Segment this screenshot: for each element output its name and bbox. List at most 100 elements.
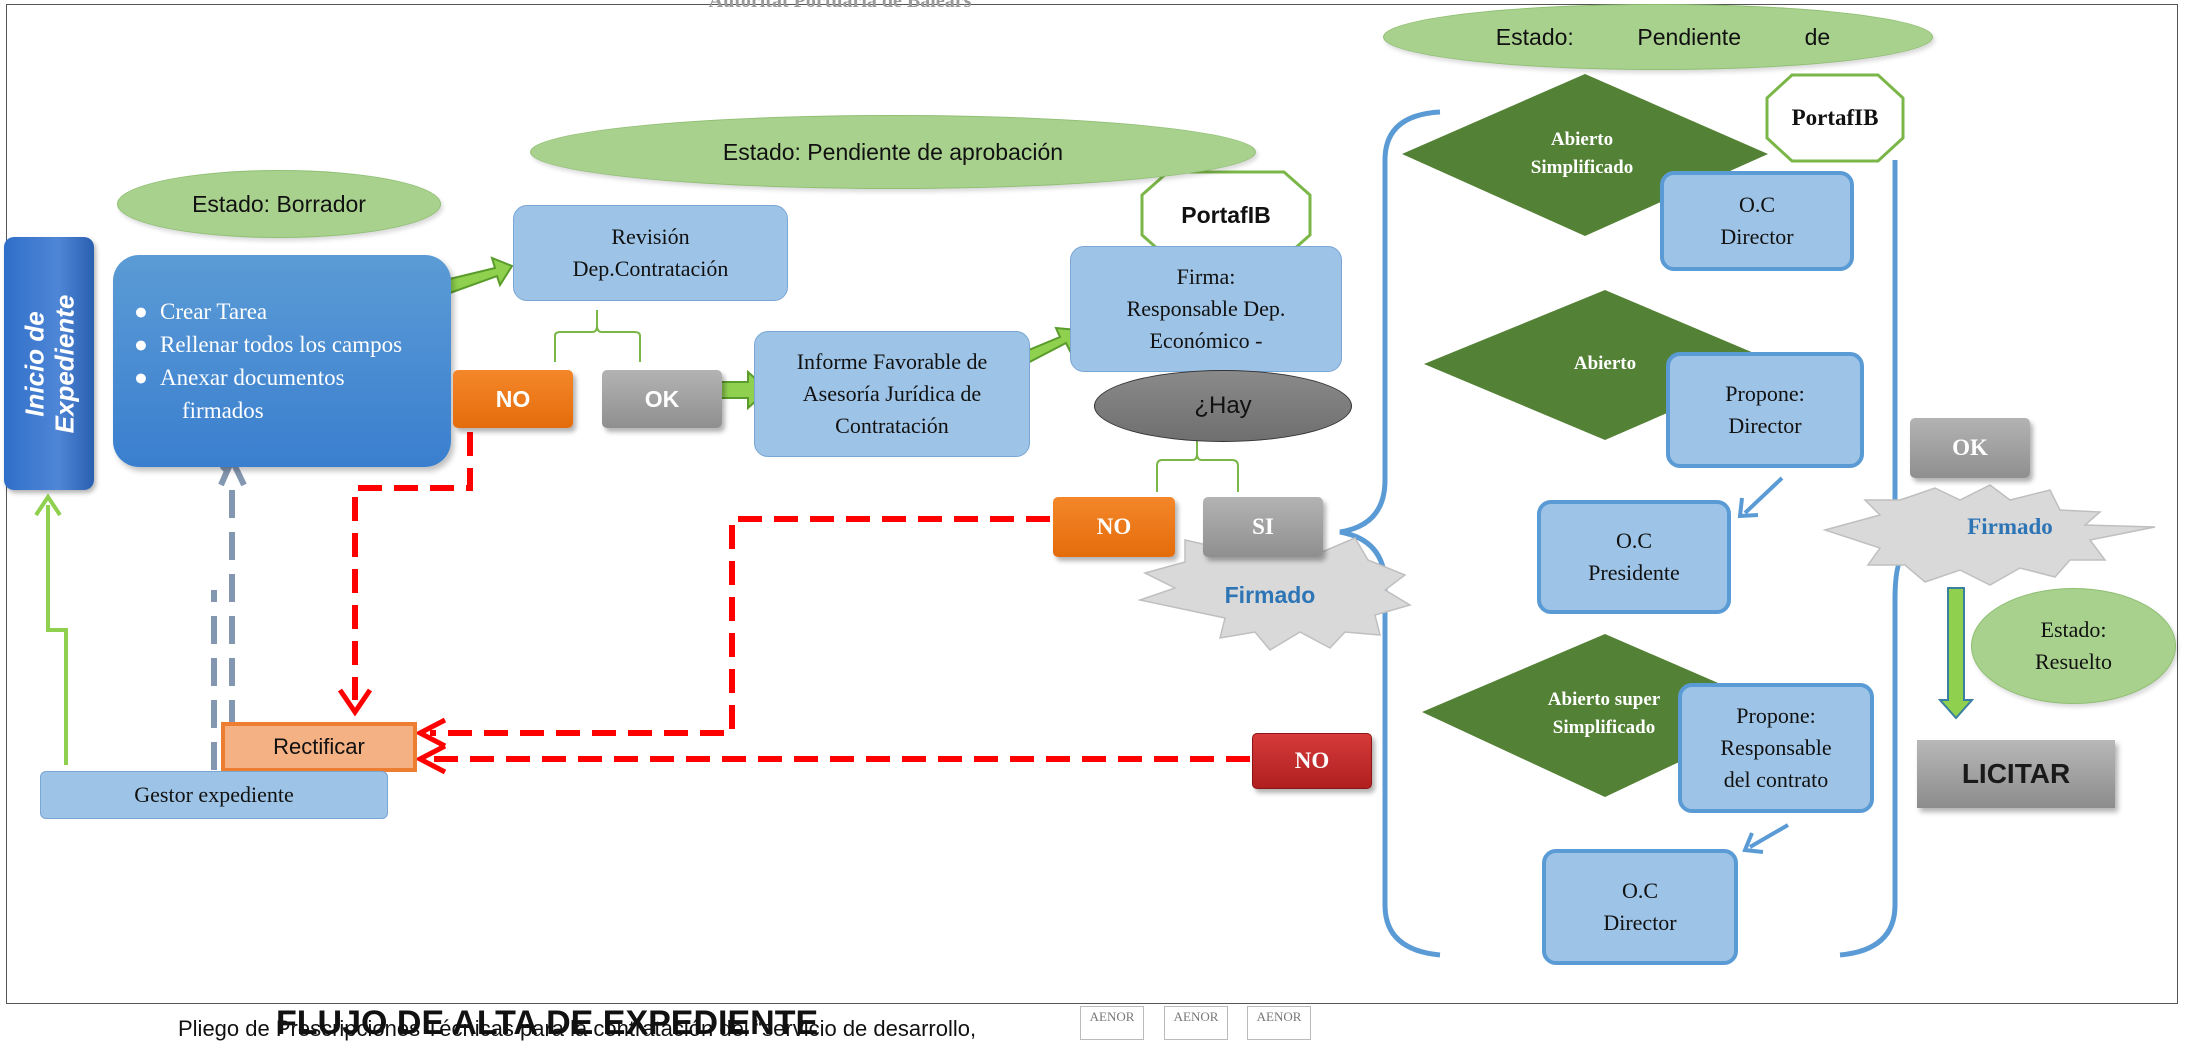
- propone-director-line-1: Propone:: [1725, 381, 1805, 406]
- firma-box: Firma: Responsable Dep. Económico -: [1070, 246, 1342, 372]
- bullet-icon: ●: [134, 299, 148, 324]
- diamond-abierto-simplificado: [1402, 74, 1768, 236]
- task-item-label: Rellenar todos los campos: [160, 332, 403, 357]
- oc-director-box-2: O.C Director: [1542, 849, 1738, 965]
- task-item-label: Crear Tarea: [160, 299, 268, 324]
- informe-line-3: Contratación: [835, 413, 949, 438]
- oc-presidente-line-1: O.C: [1615, 528, 1653, 553]
- state-pendiente-top-word-3: de: [1804, 23, 1831, 50]
- state-resuelto-line-1: Estado:: [2040, 617, 2107, 642]
- task-item: ● Crear Tarea: [134, 295, 431, 328]
- aenor-cert-logo-3: AENOR: [1247, 1006, 1311, 1040]
- rectificar-box[interactable]: Rectificar: [221, 722, 417, 772]
- bullet-icon: ●: [134, 332, 148, 357]
- task-item: ● Rellenar todos los campos: [134, 328, 431, 361]
- no-to-rectificar-arrowhead: [337, 688, 373, 717]
- propone-director-box: Propone: Director: [1666, 352, 1864, 468]
- final-no-button[interactable]: NO: [1252, 733, 1372, 789]
- firmado-center-label: Firmado: [1224, 581, 1316, 608]
- state-pendiente-top-oval: Estado: Pendiente de: [1383, 4, 1933, 70]
- state-resuelto-line-2: Resuelto: [2035, 649, 2112, 674]
- hay-question-oval: ¿Hay: [1094, 370, 1352, 442]
- inicio-expediente-label: Inicio de Expediente: [19, 294, 79, 433]
- return-to-start-arrowhead: [34, 493, 62, 517]
- diamond-simplificado-line-1: Abierto: [1550, 129, 1614, 150]
- revision-box: Revisión Dep.Contratación: [513, 205, 788, 301]
- footer-flow-title: FLUJO DE ALTA DE EXPEDIENTE: [276, 1004, 819, 1042]
- firma-line-2: Responsable Dep.: [1126, 296, 1286, 321]
- informe-line-2: Asesoría Jurídica de: [802, 381, 982, 406]
- task-item-label: firmados: [182, 398, 264, 423]
- diamond-simplificado-label: Abierto Simplificado: [1492, 126, 1672, 182]
- portafib-octagon-right: [1765, 73, 1905, 163]
- informe-line-1: Informe Favorable de: [796, 349, 988, 374]
- propone-responsable-line-1: Propone:: [1736, 703, 1816, 728]
- aenor-cert-logo-1: AENOR: [1080, 1006, 1144, 1040]
- final-no-arrowhead: [414, 743, 447, 775]
- firma-line-3: Económico -: [1149, 328, 1263, 353]
- propone-to-presidente-arrow: [1743, 476, 1784, 515]
- bullet-icon: ●: [134, 365, 148, 390]
- hay-si-button[interactable]: SI: [1203, 497, 1323, 557]
- organization-header: Autoritat Portuària de Balears: [708, 0, 972, 12]
- firma-no-arrowhead: [414, 717, 447, 749]
- firmado-to-licitar-arrow: [1937, 587, 1975, 720]
- informe-box: Informe Favorable de Asesoría Jurídica d…: [754, 331, 1030, 457]
- state-resuelto-oval: Estado: Resuelto: [1971, 588, 2176, 704]
- no-to-rectificar-dashed-line: [352, 432, 473, 700]
- firma-no-dashed-line: [430, 516, 1050, 736]
- diamond-super-label: Abierto super Simplificado: [1512, 686, 1696, 742]
- oc-director-2-line-2: Director: [1603, 910, 1677, 935]
- portafib-center-label: PortafIB: [1181, 201, 1271, 228]
- left-blue-bracket: [1339, 109, 1441, 958]
- state-pendiente-top-word-1: Estado:: [1495, 23, 1574, 50]
- revision-ok-button[interactable]: OK: [602, 370, 722, 428]
- firmado-starburst-right: [1822, 484, 2156, 586]
- diamond-simplificado-line-2: Simplificado: [1530, 157, 1634, 178]
- oc-director-2-line-1: O.C: [1621, 878, 1659, 903]
- revision-line-2: Dep.Contratación: [572, 256, 729, 281]
- oc-presidente-box: O.C Presidente: [1537, 500, 1731, 614]
- task-item: ● Anexar documentos: [134, 361, 431, 394]
- propone-to-director-arrow: [1748, 823, 1790, 849]
- firmado-starburst-center: [1137, 534, 1412, 651]
- diamond-abierto-super: [1422, 634, 1785, 797]
- propone-responsable-box: Propone: Responsable del contrato: [1678, 683, 1874, 813]
- state-pendiente-aprobacion-oval: Estado: Pendiente de aprobación: [530, 115, 1256, 189]
- task-list-box: ●Crear Tarea ●Rellenar todos los campos …: [113, 255, 451, 467]
- state-pendiente-top-word-2: Pendiente: [1637, 23, 1741, 50]
- page-frame: [6, 4, 2178, 1004]
- final-ok-button[interactable]: OK: [1910, 418, 2030, 478]
- revision-line-1: Revisión: [611, 224, 690, 249]
- oc-director-1-line-1: O.C: [1738, 192, 1776, 217]
- gestor-expediente-box: Gestor expediente: [40, 771, 388, 819]
- task-list: ●Crear Tarea ●Rellenar todos los campos …: [134, 295, 431, 427]
- oc-presidente-line-2: Presidente: [1588, 560, 1680, 585]
- inicio-expediente-bar[interactable]: Inicio de Expediente: [4, 237, 94, 490]
- portafib-right-label: PortafIB: [1791, 105, 1879, 130]
- revision-no-button[interactable]: NO: [453, 370, 573, 428]
- rectify-to-task-dashed-line: [211, 480, 235, 770]
- hay-no-button[interactable]: NO: [1053, 497, 1175, 557]
- footer-pliego-text: Pliego de Prescripciones Técnicas para l…: [178, 1016, 977, 1041]
- revision-brace: [554, 310, 641, 362]
- propone-responsable-line-2: Responsable: [1720, 735, 1832, 760]
- inicio-line-1: Inicio de: [19, 310, 49, 417]
- propone-director-line-2: Director: [1728, 413, 1802, 438]
- propone-to-presidente-arrowhead: [1737, 497, 1759, 519]
- propone-to-director-arrowhead: [1742, 832, 1764, 854]
- hay-brace: [1156, 440, 1239, 492]
- return-to-start-line: [46, 505, 68, 765]
- oc-director-1-line-2: Director: [1720, 224, 1794, 249]
- aenor-cert-logo-2: AENOR: [1164, 1006, 1228, 1040]
- task-item-label: Anexar documentos: [160, 365, 345, 390]
- diamond-abierto-label: Abierto: [1573, 353, 1637, 374]
- diamond-super-line-2: Simplificado: [1552, 717, 1656, 738]
- licitar-button[interactable]: LICITAR: [1917, 740, 2115, 808]
- state-borrador-oval: Estado: Borrador: [117, 170, 441, 238]
- oc-director-box-1: O.C Director: [1660, 171, 1854, 271]
- task-item-continuation: firmados: [158, 394, 431, 427]
- firmado-right-label: Firmado: [1967, 514, 2053, 539]
- propone-responsable-line-3: del contrato: [1723, 767, 1829, 792]
